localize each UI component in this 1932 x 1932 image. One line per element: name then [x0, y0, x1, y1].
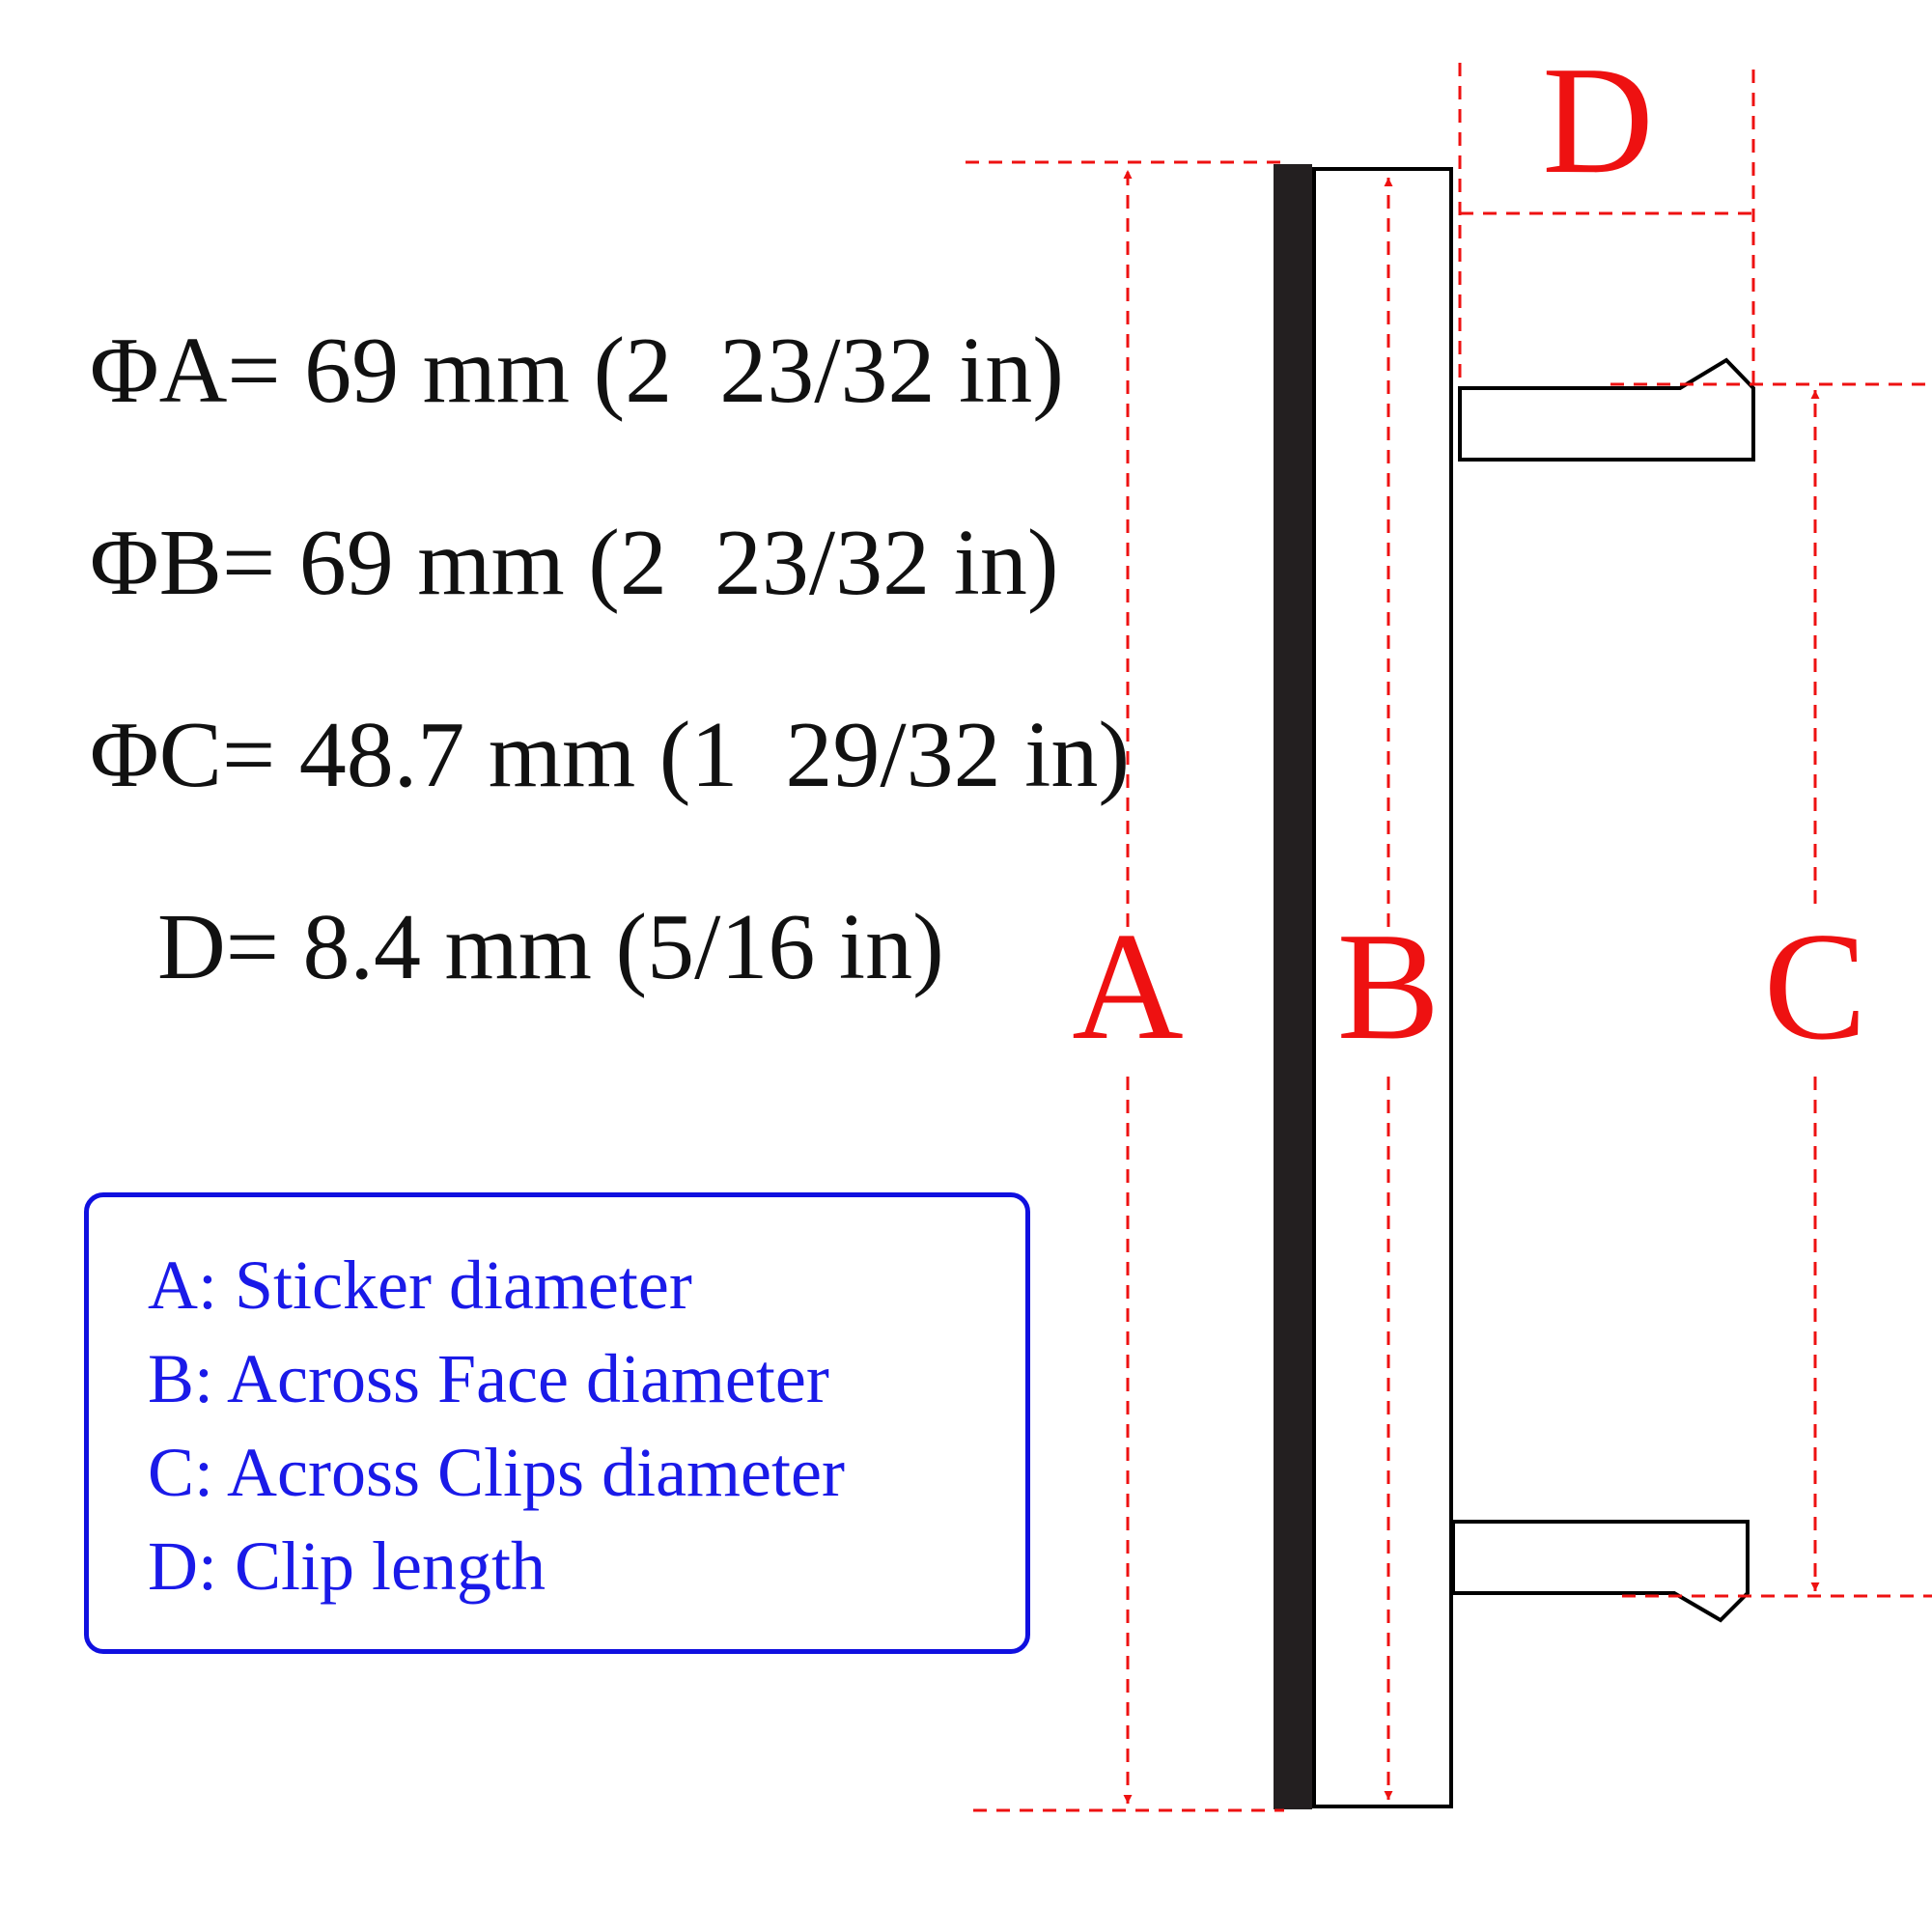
spec-b: ΦB= 69 mm (2 23/32 in) — [90, 511, 1059, 615]
bottom-clip — [1451, 1520, 1750, 1623]
legend-box — [84, 1192, 1030, 1654]
legend-item-a: A: Sticker diameter — [148, 1246, 692, 1324]
legend-item-d: D: Clip length — [148, 1527, 546, 1605]
dimension-label-b: B — [1337, 900, 1441, 1072]
top-clip — [1458, 357, 1755, 462]
sticker-bar — [1274, 164, 1312, 1809]
dimension-label-a: A — [1072, 900, 1184, 1072]
dimension-label-d: D — [1542, 34, 1654, 206]
spec-d: D= 8.4 mm (5/16 in) — [157, 895, 944, 999]
emblem-face — [1312, 167, 1453, 1808]
legend-item-b: B: Across Face diameter — [148, 1340, 829, 1417]
legend-item-c: C: Across Clips diameter — [148, 1434, 845, 1511]
spec-c: ΦC= 48.7 mm (1 29/32 in) — [90, 703, 1130, 807]
dimension-label-c: C — [1764, 900, 1867, 1072]
spec-a: ΦA= 69 mm (2 23/32 in) — [90, 319, 1064, 423]
